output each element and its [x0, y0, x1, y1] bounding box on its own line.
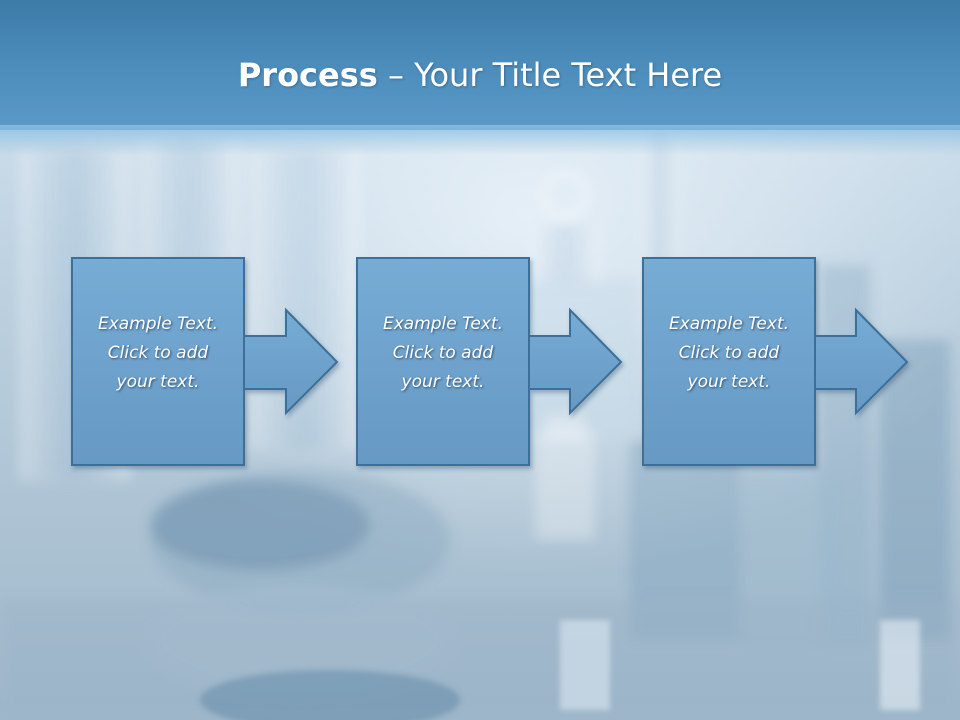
step-1-line-2: Click to add	[107, 343, 209, 363]
step-2-line-1: Example Text.	[382, 314, 504, 334]
step-2-line-2: Click to add	[392, 343, 494, 363]
arrow-right-icon	[243, 307, 339, 416]
title-rest-text: Your Title Text Here	[414, 56, 723, 94]
arrow-right-icon	[814, 307, 909, 416]
step-1-line-1: Example Text.	[97, 314, 219, 334]
step-3-line-3: your text.	[687, 372, 771, 392]
slide-title[interactable]: Process – Your Title Text Here	[0, 52, 960, 98]
arrow-right-icon	[528, 307, 623, 416]
step-2-text[interactable]: Example Text. Click to add your text.	[357, 310, 529, 397]
step-3-text[interactable]: Example Text. Click to add your text.	[643, 310, 815, 397]
step-2-line-3: your text.	[401, 372, 485, 392]
title-bar	[0, 0, 960, 130]
step-3-line-1: Example Text.	[668, 314, 790, 334]
step-1-line-3: your text.	[116, 372, 200, 392]
process-step-1[interactable]	[71, 257, 339, 466]
title-separator: –	[377, 56, 415, 94]
title-bold-text: Process	[237, 56, 378, 94]
process-step-3[interactable]	[642, 257, 909, 466]
step-3-line-2: Click to add	[678, 343, 780, 363]
process-step-2[interactable]	[356, 257, 623, 466]
title-bar-glow	[0, 125, 960, 155]
step-1-text[interactable]: Example Text. Click to add your text.	[72, 310, 244, 397]
